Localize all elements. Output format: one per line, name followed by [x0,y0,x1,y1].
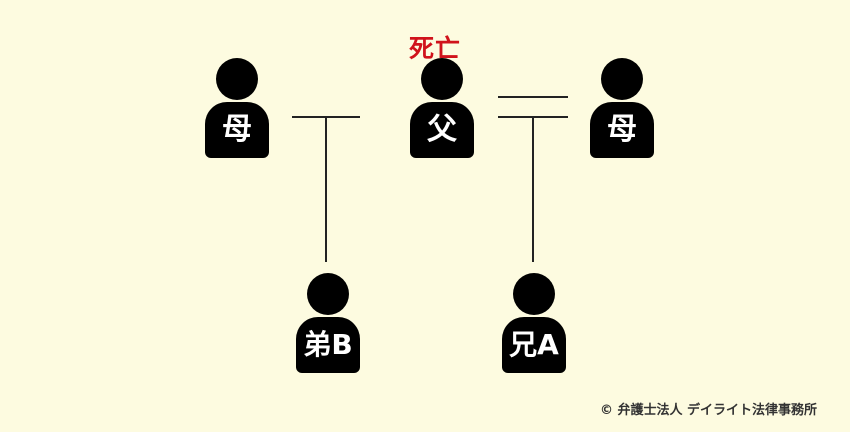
person-father: 父 [410,58,474,158]
person-brother-a: 兄A [502,273,566,373]
mother-right-label: 母 [590,102,654,158]
person-silhouette-icon [216,58,258,100]
person-mother-right: 母 [590,58,654,158]
person-brother-b: 弟B [296,273,360,373]
person-silhouette-icon [307,273,349,315]
mother-left-label: 母 [205,102,269,158]
father-label: 父 [410,102,474,158]
person-silhouette-icon [421,58,463,100]
person-mother-left: 母 [205,58,269,158]
person-silhouette-icon [513,273,555,315]
brother-a-label: 兄A [502,317,566,373]
copyright-credit: © 弁護士法人 デイライト法律事務所 [600,403,818,418]
person-silhouette-icon [601,58,643,100]
brother-b-label: 弟B [296,317,360,373]
